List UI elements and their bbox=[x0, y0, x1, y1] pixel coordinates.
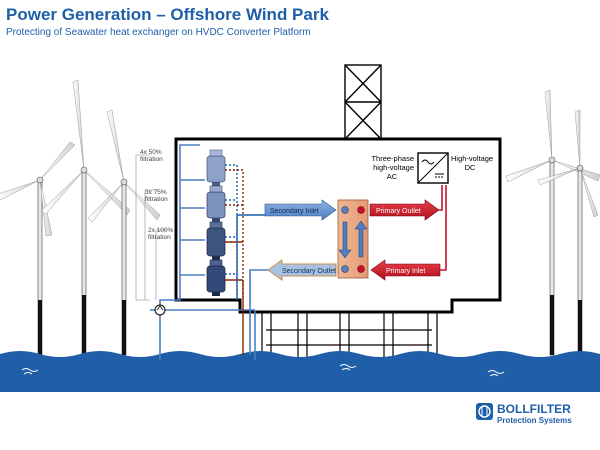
converter-icon bbox=[417, 152, 449, 184]
svg-text:filtration: filtration bbox=[140, 156, 163, 163]
platform-legs bbox=[261, 309, 438, 359]
wind-turbine-5 bbox=[537, 109, 599, 356]
svg-text:high-voltage: high-voltage bbox=[373, 163, 414, 172]
svg-text:filtration: filtration bbox=[145, 196, 168, 203]
svg-text:filtration: filtration bbox=[148, 234, 171, 241]
filtration-stage-1-label: 4x 50% filtration bbox=[140, 149, 163, 163]
svg-text:Secondary Outlet: Secondary Outlet bbox=[282, 268, 336, 275]
heat-exchanger bbox=[337, 199, 369, 279]
wind-turbine-2 bbox=[41, 79, 131, 356]
filtration-stage-2-label: 3x 75% filtration bbox=[145, 189, 168, 203]
converter-dc-label: High-voltage DC bbox=[451, 154, 493, 172]
svg-text:Three-phase: Three-phase bbox=[371, 154, 414, 163]
page-subtitle: Protecting of Seawater heat exchanger on… bbox=[6, 27, 311, 38]
brand-tagline: Protection Systems bbox=[497, 416, 572, 425]
pump-icon-arrow bbox=[156, 305, 164, 311]
sea bbox=[0, 351, 600, 392]
svg-text:4x 50%: 4x 50% bbox=[140, 149, 162, 156]
page-title: Power Generation – Offshore Wind Park bbox=[6, 5, 329, 24]
svg-text:3x 75%: 3x 75% bbox=[145, 189, 167, 196]
filtration-brackets bbox=[135, 154, 166, 301]
wind-turbine-3 bbox=[87, 109, 161, 356]
primary-loop-pipe bbox=[439, 185, 447, 271]
hx-arrow-up-icon bbox=[354, 220, 368, 258]
svg-text:AC: AC bbox=[387, 172, 398, 181]
svg-text:Primary Outlet: Primary Outlet bbox=[376, 208, 421, 215]
filter-outlet-solid-lines bbox=[225, 214, 265, 355]
pump-icon bbox=[154, 304, 166, 316]
seawater-intake-pipe bbox=[150, 144, 256, 360]
wind-turbine-1 bbox=[0, 141, 76, 356]
filtration-stage-3-label: 2x 100% filtration bbox=[148, 227, 174, 241]
filter-unit-4 bbox=[206, 259, 226, 296]
platform-tower bbox=[344, 64, 382, 140]
filter-unit-3 bbox=[206, 221, 226, 260]
converter-ac-label: Three-phase high-voltage AC bbox=[371, 154, 414, 181]
bollfilter-logo: BOLLFILTER Protection Systems bbox=[476, 402, 572, 425]
svg-text:2x 100%: 2x 100% bbox=[148, 227, 174, 234]
secondary-return-pipe bbox=[249, 269, 268, 355]
svg-text:DC: DC bbox=[465, 163, 476, 172]
filter-unit-1 bbox=[206, 149, 226, 186]
brand-name: BOLLFILTER bbox=[497, 402, 571, 416]
secondary-inlet-arrow: Secondary Inlet bbox=[264, 199, 337, 221]
hx-arrow-down-icon bbox=[338, 221, 352, 259]
primary-outlet-arrow: Primary Outlet bbox=[369, 199, 440, 221]
primary-inlet-arrow: Primary Inlet bbox=[370, 259, 441, 281]
secondary-outlet-arrow: Secondary Outlet bbox=[267, 259, 337, 281]
svg-text:High-voltage: High-voltage bbox=[451, 154, 493, 163]
svg-text:Secondary Inlet: Secondary Inlet bbox=[270, 208, 319, 215]
wind-turbine-4 bbox=[505, 89, 600, 356]
svg-text:Primary Inlet: Primary Inlet bbox=[386, 268, 425, 275]
wave-marks bbox=[21, 364, 505, 377]
